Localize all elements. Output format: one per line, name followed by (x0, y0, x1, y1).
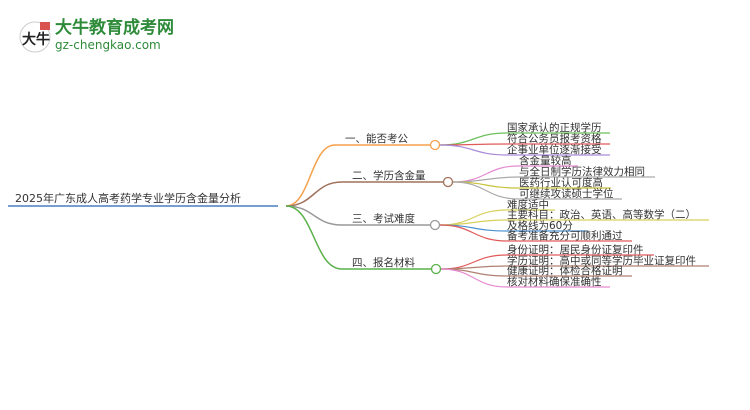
leaf-topic[interactable]: 医药行业认可度高 (519, 176, 603, 189)
leaf-edge (439, 219, 508, 226)
logo-url: gz-chengkao.com (55, 38, 161, 52)
branch-topic[interactable]: 二、学历含金量 (352, 169, 426, 182)
collapse-toggle[interactable] (429, 139, 441, 151)
branch-edge (285, 205, 343, 226)
logo: 大牛 大牛教育成考网 gz-chengkao.com (19, 17, 174, 53)
collapse-toggle[interactable] (429, 219, 441, 231)
leaf-topic[interactable]: 企事业单位逐渐接受 (507, 143, 602, 156)
leaf-edge (439, 224, 508, 242)
branch-topic[interactable]: 一、能否考公 (345, 132, 408, 145)
leaf-edge (452, 181, 520, 200)
collapse-toggle[interactable] (442, 176, 454, 188)
root-topic[interactable]: 2025年广东成人高考药学专业学历含金量分析 (15, 191, 241, 205)
branch-edge (285, 205, 343, 270)
branch-topic[interactable]: 四、报名材料 (352, 256, 415, 269)
branch-edge (285, 144, 336, 207)
collapse-toggle[interactable] (430, 263, 442, 275)
leaf-edge (439, 144, 508, 156)
leaf-topic[interactable]: 可继续攻读硕士学位 (519, 187, 614, 200)
leaf-topic[interactable]: 与全日制学历法律效力相同 (519, 165, 645, 178)
leaf-topic[interactable]: 及格线为60分 (507, 219, 573, 232)
logo-name: 大牛教育成考网 (55, 17, 174, 38)
leaf-topic[interactable]: 符合公务员报考资格 (507, 132, 602, 145)
leaf-topic[interactable]: 核对材料确保准确性 (507, 275, 602, 288)
leaf-topic[interactable]: 主要科目：政治、英语、高等数学（二） (507, 208, 696, 221)
leaf-edge (452, 176, 520, 183)
leaf-topic[interactable]: 备考准备充分可顺利通过 (507, 229, 623, 242)
logo-mark: 大牛 (22, 31, 50, 48)
leaf-topic[interactable]: 难度适中 (507, 198, 549, 211)
leaf-edge (440, 268, 508, 288)
leaf-topic[interactable]: 身份证明：居民身份证复印件 (507, 243, 644, 256)
leaf-topic[interactable]: 学历证明：高中或同等学历毕业证复印件 (507, 254, 696, 267)
branch-edge (285, 181, 343, 207)
leaf-topic[interactable]: 健康证明：体检合格证明 (507, 264, 623, 277)
leaf-topic[interactable]: 含金量较高 (519, 154, 572, 167)
leaf-edge (439, 132, 508, 146)
leaf-topic[interactable]: 国家承认的正规学历 (507, 121, 602, 134)
logo-seal-icon (40, 22, 50, 30)
leaf-edge (440, 265, 508, 270)
branch-topic[interactable]: 三、考试难度 (352, 212, 415, 225)
